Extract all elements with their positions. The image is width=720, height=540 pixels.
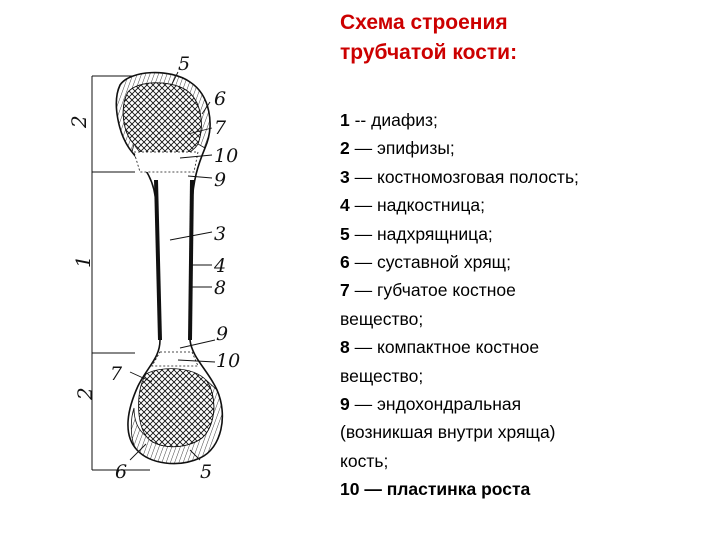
bottom-growth-plate: [151, 351, 199, 367]
legend-item-text: (возникшая внутри хряща): [340, 422, 556, 443]
legend-item-number: 4: [340, 195, 350, 216]
legend-item: 7 — губчатое костное: [340, 276, 710, 304]
legend-item-separator: —: [349, 337, 377, 358]
legend-item-separator: —: [349, 280, 377, 301]
legend-item-number: 6: [340, 252, 350, 273]
legend-panel: Схема строения трубчатой кости: 1 -- диа…: [340, 8, 710, 504]
callout-5-bottom: 5: [200, 461, 212, 483]
legend-item: вещество;: [340, 305, 710, 333]
legend-item-text: вещество;: [340, 365, 424, 386]
legend-item-separator: —: [349, 394, 377, 415]
leader-lines: [129, 71, 216, 461]
legend-item-number: 1: [340, 110, 350, 130]
legend-item-number: 3: [340, 166, 350, 187]
region-brackets: [91, 75, 150, 471]
bottom-cartilage: [130, 379, 223, 464]
callout-5-top: 5: [178, 53, 190, 75]
legend-item-text: суставной хрящ;: [376, 252, 511, 273]
callout-3: 3: [214, 223, 226, 245]
legend-item-separator: —: [349, 166, 377, 187]
legend-item-number: 8: [340, 337, 350, 358]
bone-diagram: 2 1 2 5 6 7 10 9 3 4 8 9 10 7 6 5: [67, 53, 240, 483]
legend-item-number: 5: [340, 223, 350, 244]
legend-item-separator: --: [349, 110, 372, 130]
legend-item: 5 — надхрящница;: [340, 220, 710, 248]
callout-7-bottom: 7: [110, 363, 123, 385]
callout-8: 8: [214, 277, 226, 299]
title-line-1: Схема строения: [340, 11, 508, 34]
legend-item: вещество;: [340, 362, 710, 390]
bottom-spongy-bone: [138, 368, 215, 448]
legend-item-number: 7: [340, 280, 350, 301]
legend-list: 1 -- диафиз;2 — эпифизы;3 — костномозгов…: [340, 106, 710, 504]
compact-wall-left: [154, 179, 162, 341]
callout-6-bottom: 6: [115, 461, 127, 483]
legend-item-text: пластинка роста: [386, 479, 531, 500]
legend-item: 10 — пластинка роста: [340, 475, 710, 503]
legend-item: 3 — костномозговая полость;: [340, 163, 710, 191]
legend-item-separator: —: [349, 223, 377, 244]
legend-item: (возникшая внутри хряща): [340, 418, 710, 446]
legend-item-text: эпифизы;: [376, 138, 455, 159]
page-title: Схема строения трубчатой кости:: [340, 8, 710, 68]
legend-item: 2 — эпифизы;: [340, 134, 710, 162]
callout-10-bottom: 10: [216, 350, 240, 372]
legend-item-text: диафиз;: [371, 110, 438, 130]
side-label-diaphysis: 1: [71, 255, 95, 268]
top-growth-plate: [133, 151, 199, 173]
compact-wall-right: [188, 179, 194, 341]
callout-9-top: 9: [214, 169, 226, 191]
legend-item: кость;: [340, 447, 710, 475]
legend-item-number: 2: [340, 138, 350, 159]
legend-item-text: эндохондральная: [376, 394, 522, 415]
legend-item-text: надкостница;: [376, 195, 485, 216]
legend-item-number: 9: [340, 394, 350, 415]
callout-4: 4: [213, 255, 226, 277]
callout-6-top: 6: [214, 88, 226, 110]
legend-item-separator: —: [349, 138, 377, 159]
legend-item: 9 — эндохондральная: [340, 390, 710, 418]
legend-item: 8 — компактное костное: [340, 333, 710, 361]
legend-item-text: компактное костное: [376, 337, 540, 358]
legend-item: 1 -- диафиз;: [340, 106, 710, 134]
callout-7-top: 7: [214, 117, 227, 139]
title-line-2: трубчатой кости:: [340, 41, 518, 64]
legend-item-separator: —: [359, 479, 387, 500]
legend-item-separator: —: [349, 195, 377, 216]
legend-item-text: надхрящница;: [376, 223, 493, 244]
legend-item-number: 10: [340, 479, 360, 500]
callout-9-bottom: 9: [216, 323, 228, 345]
side-label-epiphysis-bottom: 2: [73, 387, 97, 401]
legend-item-separator: —: [349, 252, 377, 273]
legend-item-text: вещество;: [340, 308, 424, 329]
legend-item-text: губчатое костное: [376, 280, 516, 301]
legend-item-text: кость;: [340, 450, 389, 471]
legend-item-text: костномозговая полость;: [376, 166, 579, 187]
side-label-epiphysis-top: 2: [67, 115, 91, 129]
callout-10-top: 10: [214, 145, 238, 167]
legend-item: 4 — надкостница;: [340, 191, 710, 219]
legend-item: 6 — суставной хрящ;: [340, 248, 710, 276]
